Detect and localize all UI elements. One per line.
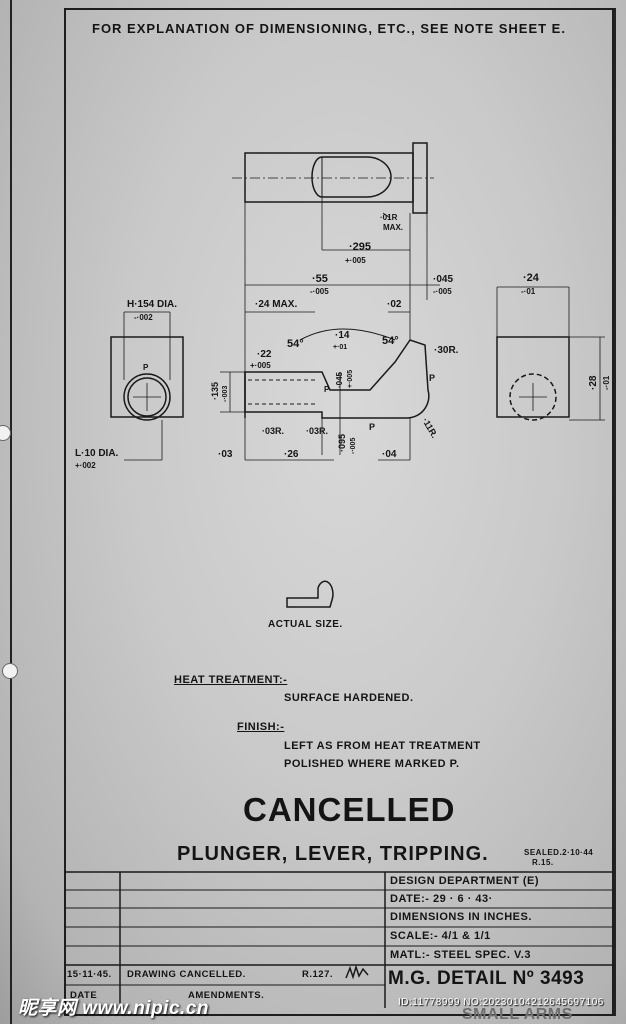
dimensions-unit: DIMENSIONS IN INCHES.: [390, 911, 532, 923]
actual-size-label: ACTUAL SIZE.: [268, 619, 343, 630]
dim-04: ·04: [382, 449, 397, 460]
amendment-date-header: DATE: [70, 990, 98, 1001]
right-edge: [614, 8, 616, 1016]
dim-045: ·045: [433, 274, 453, 285]
heat-treatment-label: HEAT TREATMENT:-: [174, 674, 288, 686]
polish-mark-end: P: [143, 363, 149, 372]
design-department: DESIGN DEPARTMENT (E): [390, 875, 540, 887]
finish-label: FINISH:-: [237, 721, 285, 733]
dim-30r: ·30R.: [434, 345, 459, 356]
polish-mark-slot: P: [324, 385, 330, 394]
design-date: DATE:- 29 · 6 · 43·: [390, 893, 493, 905]
small-arms-strip: SMALL ARMS: [462, 1006, 573, 1023]
detail-number: M.G. DETAIL Nº 3493: [388, 968, 585, 989]
dim-295-tol: +·005: [345, 256, 366, 265]
dim-22: ·22: [257, 349, 272, 360]
right-end-view: [496, 286, 605, 421]
binding-line: [10, 0, 12, 1024]
dim-24max: ·24 MAX.: [255, 299, 297, 310]
dimensioning-note: FOR EXPLANATION OF DIMENSIONING, ETC., S…: [92, 21, 566, 36]
sealed-ref: R.15.: [532, 858, 554, 867]
dim-24: ·24: [523, 272, 540, 284]
front-view: [220, 311, 430, 461]
dim-24-tol: -·01: [521, 287, 536, 296]
dim-55-tol: -·005: [310, 287, 329, 296]
finish-line-1: LEFT AS FROM HEAT TREATMENT: [284, 740, 481, 752]
part-title: PLUNGER, LEVER, TRIPPING.: [177, 843, 489, 865]
top-view: [232, 142, 440, 372]
finish-line-2: POLISHED WHERE MARKED P.: [284, 758, 460, 770]
dim-14: ·14: [335, 330, 350, 341]
amendment-initials-signature: [345, 964, 369, 980]
dim-02: ·02: [387, 299, 402, 310]
amendments-title: AMENDMENTS.: [188, 990, 265, 1001]
polish-mark-bottom: P: [369, 422, 375, 432]
punch-hole-lower: [2, 663, 18, 679]
dim-03r-a: ·03R.: [262, 426, 284, 436]
dim-h154: H·154 DIA.: [127, 299, 177, 310]
heat-treatment-value: SURFACE HARDENED.: [284, 692, 414, 704]
dim-295: ·295: [349, 241, 371, 253]
dim-095-tol: -·005: [350, 438, 357, 454]
dim-l10: L·10 DIA.: [75, 448, 119, 459]
dim-03r-b: ·03R.: [306, 426, 328, 436]
dim-01r: ·01R: [380, 213, 398, 222]
dim-l10-tol: +·002: [75, 461, 96, 470]
id-watermark: ID:11778999 NO:20230104212645697106: [398, 997, 604, 1008]
actual-size-silhouette: [286, 580, 334, 608]
left-end-view: [110, 311, 184, 461]
dim-045v-tol: +·005: [347, 370, 354, 388]
dim-max: MAX.: [383, 223, 403, 232]
cancelled-stamp: CANCELLED: [243, 791, 456, 828]
drawing-scale: SCALE:- 4/1 & 1/1: [390, 930, 491, 942]
dimension-labels: ·01R MAX. ·295 +·005 ·55 -·005 ·045 -·00…: [75, 213, 611, 470]
dim-22-tol: +·005: [250, 361, 271, 370]
dim-54b: 54°: [382, 335, 399, 347]
amendment-date: 15·11·45.: [67, 969, 112, 980]
dim-26: ·26: [284, 449, 299, 460]
dim-54a: 54°: [287, 338, 304, 350]
dim-03: ·03: [218, 449, 233, 460]
dim-11r: ·11R.: [420, 416, 439, 440]
dim-045v: ·045: [335, 371, 344, 388]
site-watermark: 昵享网 www.nipic.cn: [18, 998, 209, 1019]
drawing-frame: [64, 8, 614, 1016]
amendment-ref: R.127.: [302, 969, 333, 980]
dim-045-tol: -·005: [433, 287, 452, 296]
dim-28-tol: -·01: [602, 375, 611, 390]
dim-14-tol: +·01: [333, 344, 347, 351]
dim-h154-tol: -·002: [134, 313, 153, 322]
material-spec: MATL:- STEEL SPEC. V.3: [390, 949, 531, 961]
dim-135-tol: -·003: [222, 386, 229, 402]
dim-28: ·28: [588, 375, 599, 390]
sealed-note: SEALED.2·10·44: [524, 848, 594, 857]
dim-095: ·095: [337, 434, 347, 452]
dim-135: ·135: [210, 382, 220, 400]
dim-55: ·55: [312, 273, 328, 285]
polish-mark-curve: P: [429, 373, 435, 383]
amendment-text: DRAWING CANCELLED.: [127, 969, 246, 980]
title-block-grid: [64, 871, 614, 1008]
punch-hole-upper: [0, 425, 11, 441]
